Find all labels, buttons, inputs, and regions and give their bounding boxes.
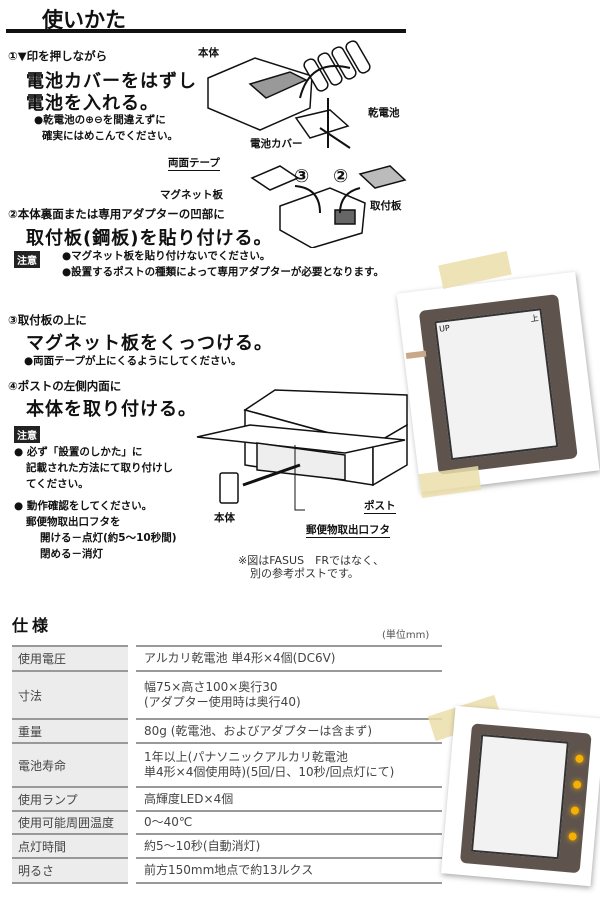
- step4-note-7: 閉める－消灯: [40, 548, 103, 560]
- step1-note-1: ●乾電池の⊕⊖を間違えずに: [34, 114, 166, 126]
- spec-value-line: 約5〜10秒(自動消灯): [144, 838, 261, 853]
- spec-row: 点灯時間 約5〜10秒(自動消灯): [12, 833, 442, 857]
- table-bottom-rule: [12, 882, 128, 884]
- device-body: [459, 723, 592, 874]
- label-body: 本体: [198, 47, 219, 59]
- spec-value: アルカリ乾電池 単4形×4個(DC6V): [136, 645, 442, 670]
- label-step3: ③: [294, 166, 311, 187]
- caution-badge: 注意: [14, 426, 40, 443]
- label-body: 本体: [214, 512, 235, 524]
- label-post: ポスト: [364, 500, 396, 514]
- spec-label: 使用電圧: [12, 645, 128, 670]
- spec-value: 前方150mm地点で約13ルクス: [136, 857, 442, 882]
- spec-value-line: 1年以上(パナソニックアルカリ乾電池: [144, 750, 348, 764]
- spec-row: 明るさ 前方150mm地点で約13ルクス: [12, 857, 442, 882]
- spec-row: 使用可能周囲温度 0〜40℃: [12, 810, 442, 833]
- spec-value: 80g (乾電池、およびアダプターは含まず): [136, 718, 442, 742]
- spec-value-line: (アダプター使用時は奥行40): [144, 695, 301, 709]
- footnote-2: 別の参考ポストです。: [250, 567, 359, 580]
- step4-note-5: 郵便物取出口フタを: [26, 516, 121, 528]
- device-label: [470, 734, 569, 860]
- spec-value-line: 高輝度LED×4個: [144, 791, 234, 806]
- battery-install-diagram: [207, 40, 407, 248]
- spec-value-line: 80g (乾電池、およびアダプターは含まず): [144, 723, 373, 738]
- spec-value: 1年以上(パナソニックアルカリ乾電池単4形×4個使用時)(5回/日、10秒/回点…: [136, 742, 442, 786]
- title-divider: [6, 29, 406, 33]
- label-batteries: 乾電池: [368, 107, 400, 119]
- spec-value: 高輝度LED×4個: [136, 786, 442, 810]
- spec-value-line: アルカリ乾電池 単4形×4個(DC6V): [144, 651, 336, 665]
- step1-heading-2: 電池を入れる。: [26, 93, 159, 114]
- spec-row: 使用ランプ 高輝度LED×4個: [12, 786, 442, 810]
- spec-value-line: 0〜40℃: [144, 815, 193, 829]
- step1-heading-1: 電池カバーをはずし: [26, 71, 197, 92]
- device-pin: [405, 350, 427, 359]
- label-step2: ②: [333, 166, 350, 187]
- product-photo: UP 上: [396, 271, 600, 493]
- spec-label: 使用ランプ: [12, 786, 128, 810]
- spec-label: 明るさ: [12, 857, 128, 882]
- step2-heading: 取付板(鋼板)を貼り付ける。: [26, 228, 273, 249]
- spec-value: 0〜40℃: [136, 810, 442, 833]
- label-double-tape: 両面テープ: [168, 157, 220, 171]
- label-magnet: マグネット板: [160, 189, 223, 201]
- caution-badge: 注意: [14, 251, 40, 268]
- step1-lead: ①▼印を押しながら: [8, 49, 108, 63]
- spec-value-line: 幅75×高さ100×奥行30: [144, 680, 278, 694]
- led-lit: [568, 832, 577, 841]
- step4-note-3: てください。: [26, 478, 89, 490]
- step2-lead: ②本体裏面または専用アダプターの凹部に: [8, 207, 225, 221]
- spec-value-line: 前方150mm地点で約13ルクス: [144, 863, 314, 877]
- step4-note-1: ● 必ず「設置のしかた」に: [14, 446, 143, 458]
- page-title: 使いかた: [42, 8, 126, 32]
- spec-row: 重量 80g (乾電池、およびアダプターは含まず): [12, 718, 442, 742]
- step3-lead: ③取付板の上に: [8, 313, 87, 327]
- table-bottom-rule: [136, 882, 442, 884]
- spec-value: 幅75×高さ100×奥行30(アダプター使用時は奥行40): [136, 670, 442, 718]
- step4-note-2: 記載された方法にて取り付けし: [26, 462, 173, 474]
- step4-lead: ④ポストの左側内面に: [8, 379, 122, 393]
- device-label: UP 上: [434, 308, 559, 461]
- step2-note-2: ●設置するポストの種類によって専用アダプターが必要となります。: [62, 266, 384, 278]
- spec-label: 寸法: [12, 670, 128, 718]
- spec-value-line: 単4形×4個使用時)(5回/日、10秒/回点灯にて): [144, 765, 395, 779]
- step4-note-4: ● 動作確認をしてください。: [14, 500, 153, 512]
- led-lit: [575, 754, 584, 764]
- post-install-diagram: [196, 389, 408, 511]
- step4-note-6: 開ける－点灯(約5〜10秒間): [40, 532, 177, 544]
- led-lit: [570, 806, 580, 815]
- spec-row: 使用電圧 アルカリ乾電池 単4形×4個(DC6V): [12, 645, 442, 670]
- step3-heading: マグネット板をくっつける。: [26, 333, 273, 354]
- step1-note-2: 確実にはめこんでください。: [42, 130, 178, 142]
- label-mount-plate: 取付板: [370, 200, 402, 212]
- label-mail-lid: 郵便物取出口フタ: [306, 524, 390, 538]
- spec-label: 電池寿命: [12, 742, 128, 786]
- led-lit: [572, 780, 582, 790]
- label-battery-cover: 電池カバー: [250, 138, 303, 150]
- spec-row: 寸法幅75×高さ100×奥行30(アダプター使用時は奥行40): [12, 670, 442, 718]
- footnote-1: ※図はFASUS FRではなく、: [238, 554, 385, 567]
- step2-note-1: ●マグネット板を貼り付けないでください。: [62, 250, 271, 262]
- spec-label: 使用可能周囲温度: [12, 810, 128, 833]
- spec-label: 重量: [12, 718, 128, 742]
- device-body: UP 上: [418, 294, 578, 475]
- step3-note-1: ●両面テープが上にくるようにしてください。: [24, 355, 242, 367]
- spec-unit: (単位mm): [382, 630, 430, 641]
- spec-label: 点灯時間: [12, 833, 128, 857]
- spec-value: 約5〜10秒(自動消灯): [136, 833, 442, 857]
- product-photo-lit: [440, 705, 600, 887]
- step4-heading: 本体を取り付ける。: [26, 399, 197, 420]
- spec-title: 仕様: [12, 616, 53, 635]
